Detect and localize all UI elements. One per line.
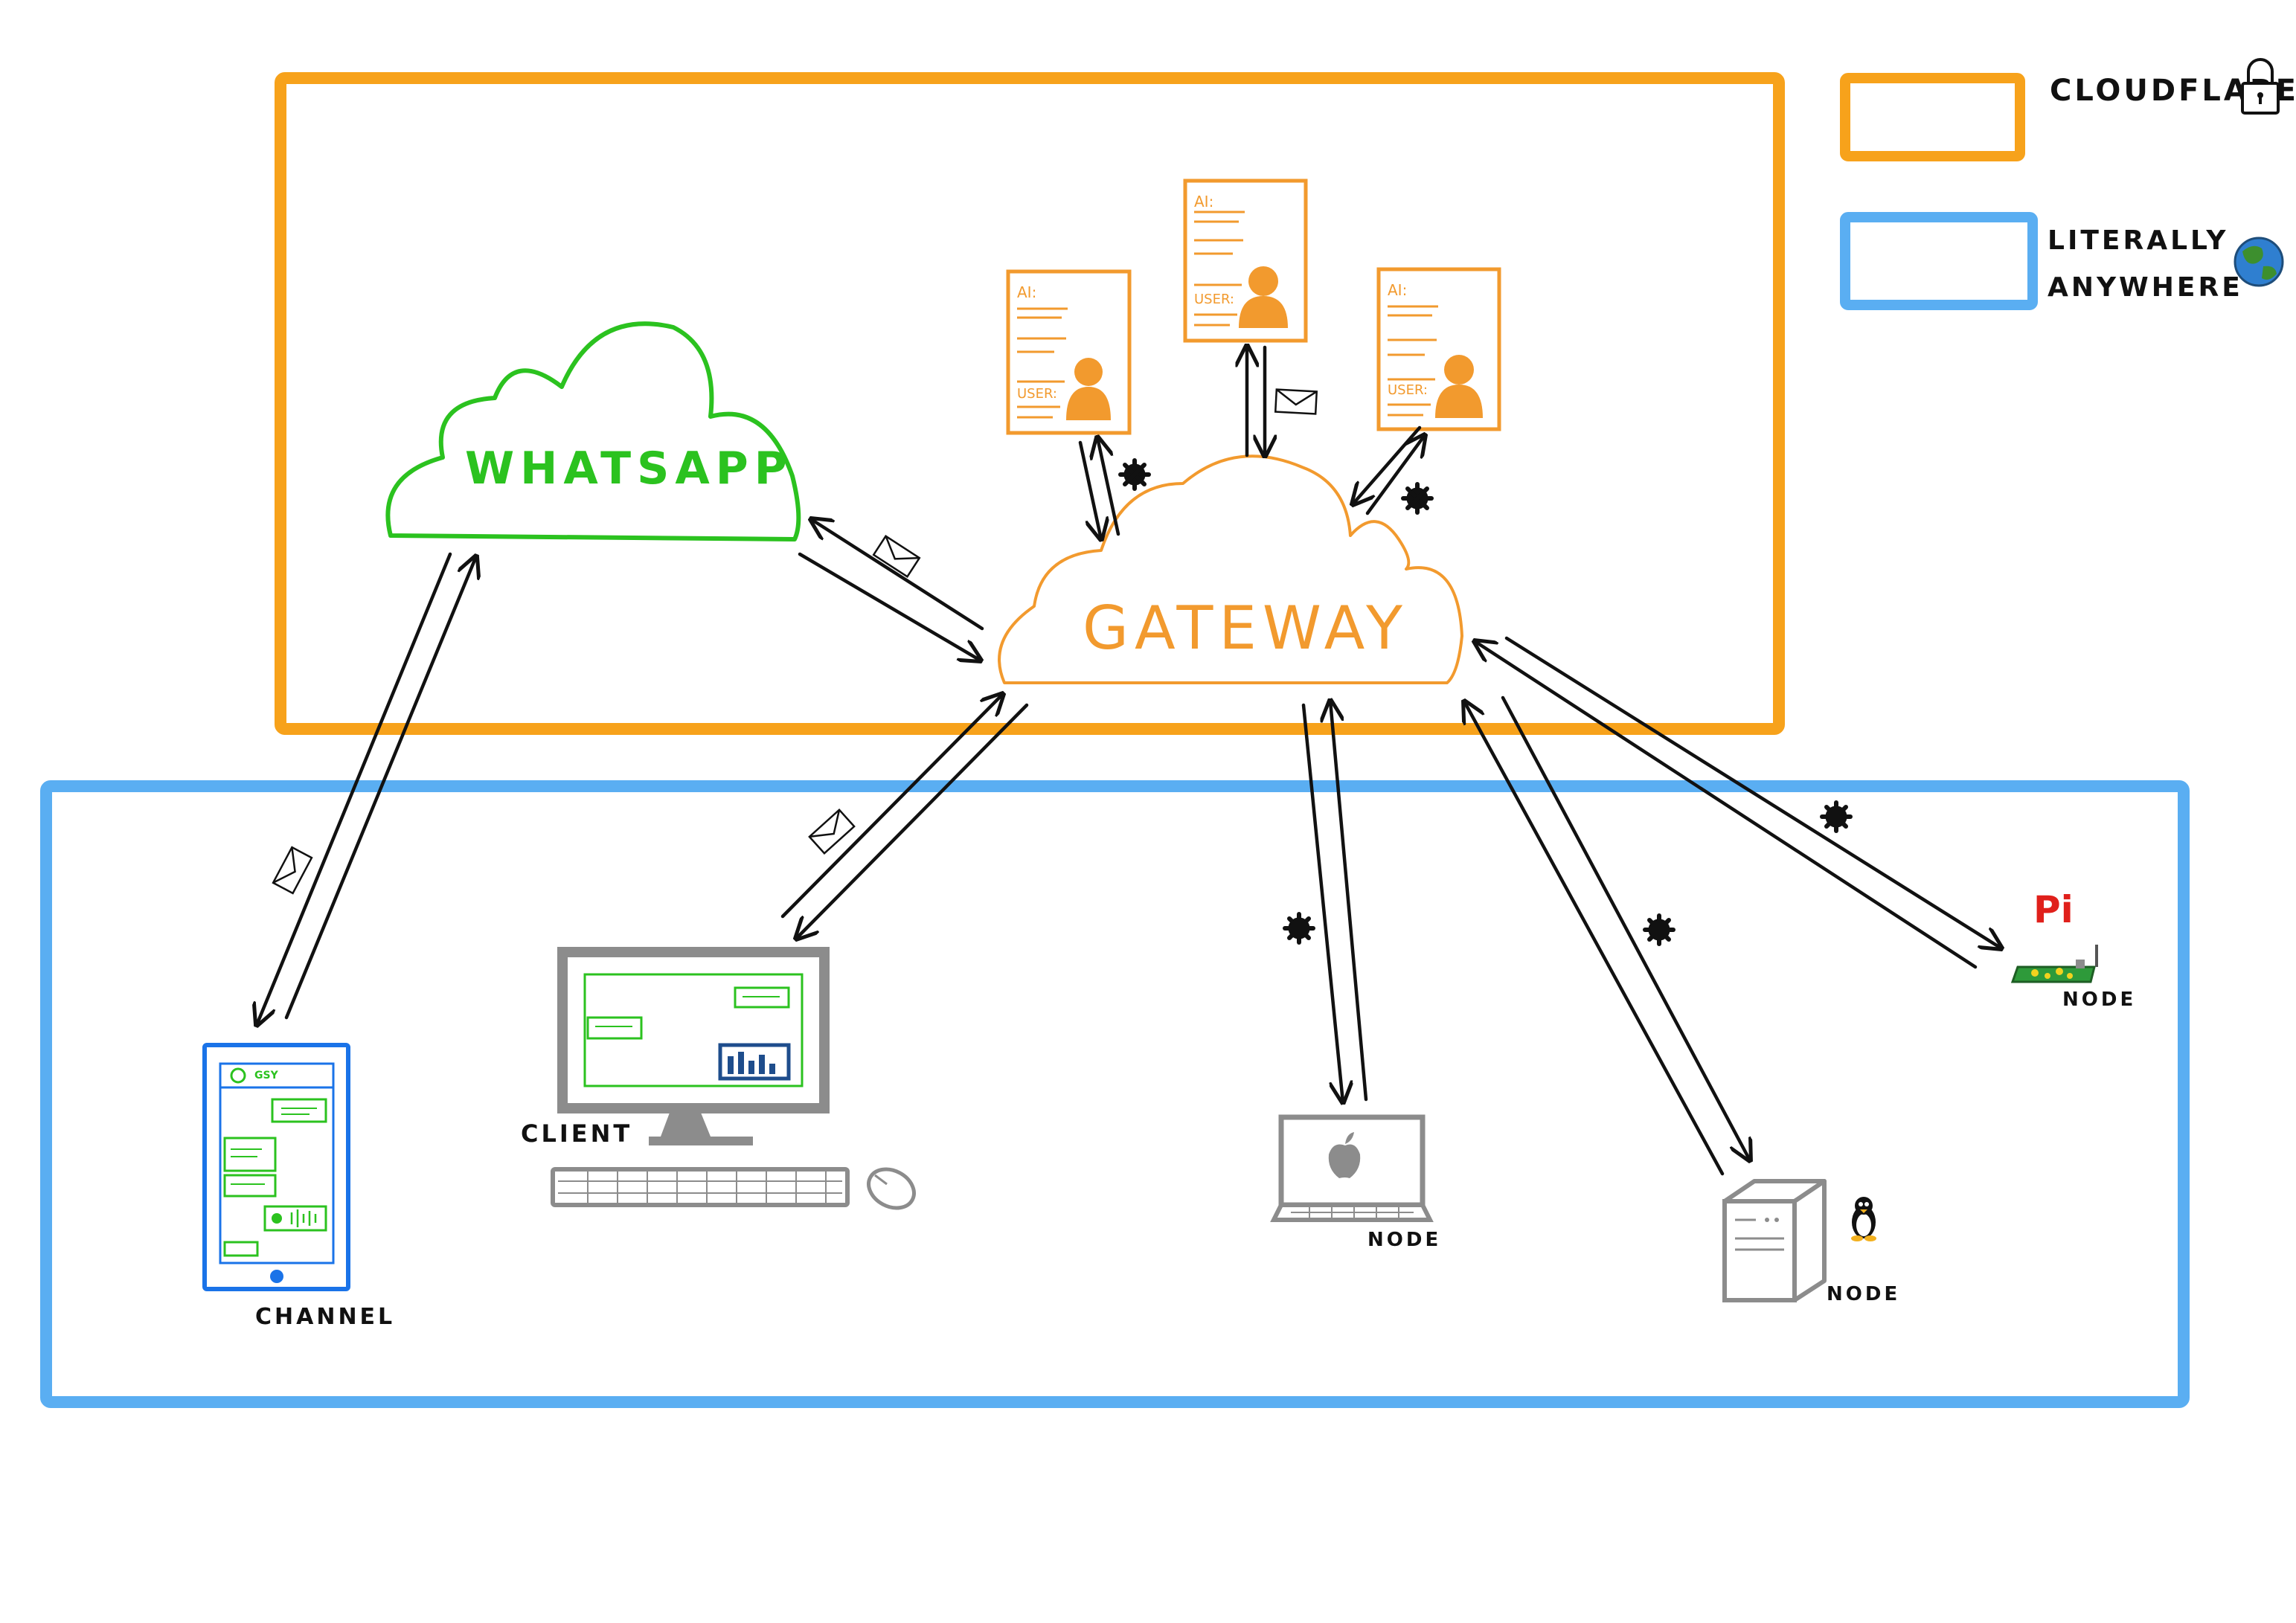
cloudflare-region — [275, 72, 1785, 735]
pi-logo: Pi — [2033, 888, 2074, 931]
arrow-pi-to-gateway — [1475, 641, 1978, 969]
agent-card-2: AI: USER: — [1183, 179, 1308, 343]
cog-icon — [1285, 914, 1313, 942]
connection-arrows — [257, 346, 2001, 1176]
whatsapp-cloud-label: WHATSAPP — [465, 443, 793, 495]
padlock-icon — [2241, 58, 2280, 115]
envelope-icon — [808, 809, 856, 855]
arrow-agent1-to-gateway — [1078, 440, 1101, 539]
legend: CLOUDFLARE LITERALLY ANYWHERE — [1840, 58, 2296, 310]
arrow-client-to-gateway — [780, 694, 1003, 919]
legend-anywhere-swatch — [1840, 212, 2038, 310]
agent-card-user-label: USER: — [1017, 386, 1057, 402]
agent-card-user-label: USER: — [1194, 292, 1234, 307]
gateway-cloud: GATEWAY — [998, 454, 1463, 684]
chart-widget-icon — [718, 1043, 791, 1081]
agent-card-3: AI: USER: — [1376, 267, 1501, 431]
gateway-cloud-label: GATEWAY — [1083, 594, 1408, 663]
tux-icon — [1851, 1197, 1876, 1241]
envelope-icon — [272, 846, 313, 895]
phone-device: GSY — [202, 1043, 350, 1291]
arrow-phone-to-whatsapp — [284, 556, 476, 1020]
apple-icon — [1328, 1132, 1361, 1178]
raspberry-pi: Pi — [2010, 888, 2098, 983]
globe-icon — [2234, 237, 2284, 287]
agent-card-ai-label: AI: — [1194, 193, 1213, 210]
arrow-gateway-to-agent1 — [1097, 437, 1120, 536]
arrow-gateway-to-pi — [1504, 636, 2001, 948]
mac-laptop-label: NODE — [1367, 1229, 1441, 1251]
cog-icon — [1120, 460, 1149, 489]
cog-icon — [1822, 803, 1850, 831]
linux-server-label: NODE — [1827, 1283, 1900, 1305]
arrow-gateway-to-linux — [1501, 695, 1750, 1160]
legend-cloudflare-swatch — [1840, 73, 2025, 161]
legend-anywhere-label-1: LITERALLY — [2048, 225, 2228, 256]
agent-card-user-label: USER: — [1388, 382, 1428, 398]
arrow-gateway-to-whatsapp — [811, 519, 984, 631]
mouse-icon — [867, 1167, 916, 1210]
arrow-whatsapp-to-gateway — [798, 552, 981, 661]
agent-card-ai-label: AI: — [1388, 281, 1407, 299]
cog-icon — [1403, 484, 1431, 512]
user-avatar-icon — [1435, 355, 1483, 418]
linux-server — [1722, 1179, 1827, 1302]
desktop-computer — [551, 947, 916, 1210]
desktop-computer-label: CLIENT — [521, 1119, 632, 1148]
phone-device-label: CHANNEL — [255, 1304, 395, 1330]
anywhere-region — [40, 780, 2190, 1408]
mac-laptop — [1270, 1114, 1434, 1222]
arrow-gateway-to-agent3 — [1365, 435, 1425, 515]
agent-card-ai-label: AI: — [1017, 283, 1036, 301]
raspberry-pi-label: NODE — [2062, 989, 2136, 1011]
arrow-gateway-to-mac — [1301, 703, 1343, 1102]
arrow-agent3-to-gateway — [1353, 425, 1422, 504]
user-avatar-icon — [1239, 266, 1288, 328]
user-avatar-icon — [1066, 358, 1111, 420]
arrow-linux-to-gateway — [1464, 701, 1725, 1176]
keyboard-icon — [551, 1167, 850, 1207]
arrow-mac-to-gateway — [1330, 701, 1368, 1102]
envelope-icon — [1274, 388, 1318, 415]
whatsapp-cloud: WHATSAPP — [385, 321, 801, 541]
arrow-gateway-to-client — [796, 703, 1029, 939]
arrow-whatsapp-to-phone — [257, 552, 452, 1025]
envelope-icon — [872, 535, 921, 578]
agent-card-1: AI: USER: — [1006, 269, 1132, 435]
phone-contact-name: GSY — [254, 1070, 279, 1082]
cog-icon — [1645, 916, 1673, 944]
legend-anywhere-label-2: ANYWHERE — [2048, 272, 2243, 303]
